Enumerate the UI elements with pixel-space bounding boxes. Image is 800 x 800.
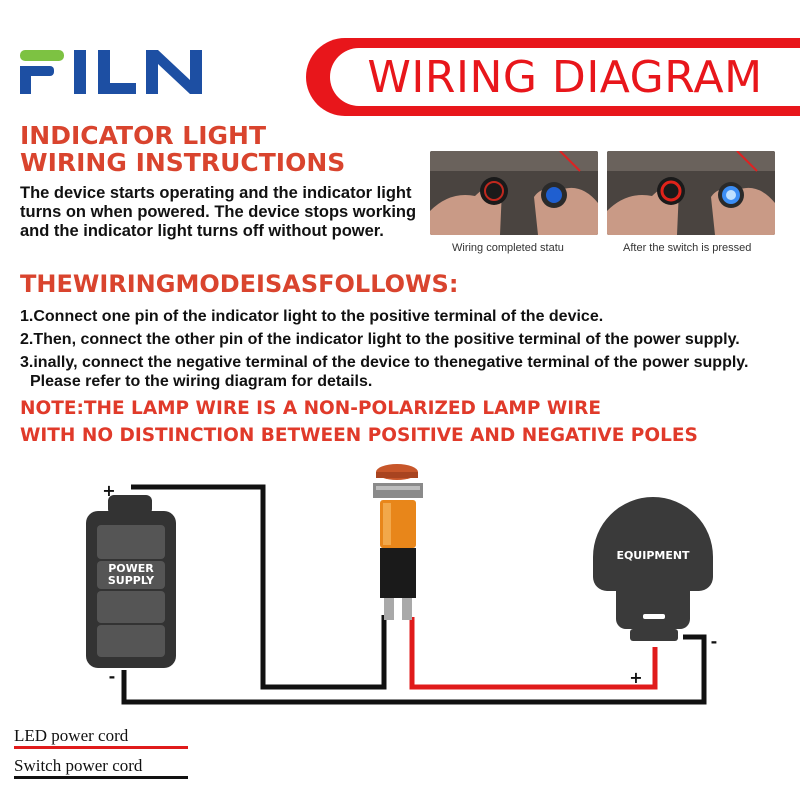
hand-button-lit-photo-icon	[607, 151, 775, 235]
wiring-diagram: POWER SUPPLY + - EQUIPMENT + -	[86, 464, 718, 705]
note-line-2: WITH NO DISTINCTION BETWEEN POSITIVE AND…	[20, 425, 698, 446]
wiring-step-1: 1.Connect one pin of the indicator light…	[20, 308, 604, 325]
hand-button-photo-icon	[430, 151, 598, 235]
title-banner-inner: WIRING DIAGRAM	[330, 48, 800, 106]
wiring-step-3: 3.inally, connect the negative terminal …	[20, 354, 749, 371]
legend-led-line	[14, 746, 188, 749]
indicator-lamp-icon	[373, 464, 423, 620]
photo-caption-pressed: After the switch is pressed	[623, 242, 752, 254]
brand-logo	[18, 46, 208, 98]
equipment-minus-sign: -	[711, 632, 718, 651]
photo-wiring-completed	[430, 151, 598, 235]
photo-caption-completed: Wiring completed statu	[452, 242, 564, 254]
battery-plus-sign: +	[102, 481, 115, 500]
battery-icon	[86, 495, 176, 668]
equipment-label: EQUIPMENT	[616, 549, 690, 562]
wiring-step-note: Please refer to the wiring diagram for d…	[30, 373, 373, 390]
legend-switch-line	[14, 776, 188, 779]
led-power-cord-wire	[409, 617, 658, 690]
switch-power-cord-wires	[121, 484, 707, 705]
wiring-step-2: 2.Then, connect the other pin of the ind…	[20, 331, 740, 348]
photo-switch-pressed	[607, 151, 775, 235]
wiring-mode-title: THEWIRINGMODEISASFOLLOWS:	[20, 270, 459, 298]
battery-minus-sign: -	[109, 667, 116, 686]
instructions-title-line2: WIRING INSTRUCTIONS	[20, 148, 346, 177]
banner-title: WIRING DIAGRAM	[367, 51, 763, 103]
equipment-plus-sign: +	[629, 668, 642, 687]
equipment-icon	[593, 497, 713, 641]
battery-label-line2: SUPPLY	[108, 574, 155, 587]
title-banner: WIRING DIAGRAM	[306, 38, 800, 116]
note-line-1: NOTE:THE LAMP WIRE IS A NON-POLARIZED LA…	[20, 398, 602, 419]
legend-led-label: LED power cord	[14, 726, 129, 745]
legend-switch-label: Switch power cord	[14, 756, 143, 775]
instructions-title-line1: INDICATOR LIGHT	[20, 121, 267, 150]
filn-logo-graphic	[20, 50, 202, 94]
instructions-description: The device starts operating and the indi…	[20, 184, 417, 240]
battery-label-line1: POWER	[108, 562, 154, 575]
